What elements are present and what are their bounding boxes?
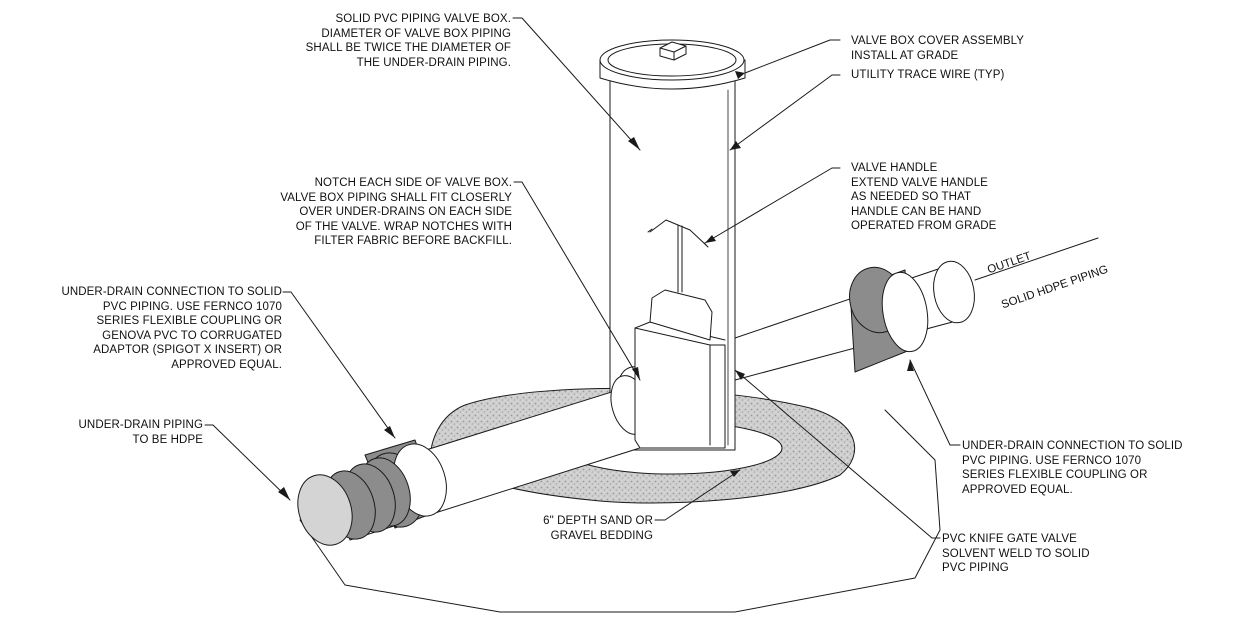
callout-line: OVER UNDER-DRAINS ON EACH SIDE <box>299 206 512 219</box>
callout-trace-wire: UTILITY TRACE WIRE (TYP) <box>851 68 1004 83</box>
callout-line: DIAMETER OF VALVE BOX PIPING <box>321 27 511 40</box>
callout-cover: VALVE BOX COVER ASSEMBLY INSTALL AT GRAD… <box>851 34 1024 63</box>
callout-notch: NOTCH EACH SIDE OF VALVE BOX. VALVE BOX … <box>280 176 512 249</box>
leader-cover <box>744 39 841 74</box>
callout-line: OF THE VALVE. WRAP NOTCHES WITH <box>295 220 512 233</box>
callout-line: TO BE HDPE <box>132 433 203 446</box>
callout-knife-valve: PVC KNIFE GATE VALVE SOLVENT WELD TO SOL… <box>942 532 1090 576</box>
leader-knife-valve <box>734 369 941 539</box>
callout-line: NOTCH EACH SIDE OF VALVE BOX. <box>314 177 512 189</box>
callout-line: PVC PIPING. USE FERNCO 1070 <box>962 454 1142 467</box>
callout-line: UNDER-DRAIN CONNECTION TO SOLID <box>61 286 282 298</box>
callout-line: SHALL BE TWICE THE DIAMETER OF <box>305 42 511 55</box>
leader-connection-left <box>282 291 396 439</box>
callout-line: SOLVENT WELD TO SOLID <box>942 547 1090 560</box>
callout-line: VALVE BOX PIPING SHALL FIT CLOSERLY <box>280 191 512 204</box>
callout-line: SERIES FLEXIBLE COUPLING OR <box>962 469 1148 482</box>
leader-underdrain <box>204 424 291 501</box>
callout-line: VALVE BOX COVER ASSEMBLY <box>851 35 1025 47</box>
callout-line: VALVE HANDLE <box>851 162 938 174</box>
callout-line: 6" DEPTH SAND OR <box>543 515 653 527</box>
callout-line: ADAPTOR (SPIGOT X INSERT) OR <box>93 344 282 357</box>
outlet-rule <box>974 237 1099 281</box>
leader-bedding <box>654 469 741 521</box>
callout-line: PVC KNIFE GATE VALVE <box>942 533 1077 545</box>
callout-line: GENOVA PVC TO CORRUGATED <box>102 329 282 342</box>
callout-line: APPROVED EQUAL. <box>171 358 282 371</box>
leader-trace-wire <box>729 74 841 151</box>
callout-line: PVC PIPING. USE FERNCO 1070 <box>102 300 282 313</box>
callout-valve-handle: VALVE HANDLE EXTEND VALVE HANDLE AS NEED… <box>851 161 996 234</box>
leader-valve-box <box>512 17 641 151</box>
callout-line: UNDER-DRAIN CONNECTION TO SOLID <box>962 440 1183 452</box>
callout-line: APPROVED EQUAL. <box>962 483 1073 496</box>
valve-handle <box>649 219 707 293</box>
callout-line: INSTALL AT GRADE <box>851 49 959 62</box>
callout-line: SOLID PVC PIPING VALVE BOX. <box>335 13 511 25</box>
callout-line: EXTEND VALVE HANDLE <box>851 176 988 189</box>
knife-gate-valve <box>634 327 726 449</box>
callout-line: SERIES FLEXIBLE COUPLING OR <box>96 315 282 328</box>
callout-valve-box: SOLID PVC PIPING VALVE BOX. DIAMETER OF … <box>306 12 511 70</box>
leader-notch <box>513 181 641 381</box>
callout-connection-left: UNDER-DRAIN CONNECTION TO SOLID PVC PIPI… <box>61 285 282 373</box>
callout-line: OPERATED FROM GRADE <box>851 220 997 233</box>
left-pipe-end <box>297 474 353 546</box>
callout-line: UTILITY TRACE WIRE (TYP) <box>851 69 1005 81</box>
leader-connection-right <box>909 359 961 446</box>
callout-line: HANDLE CAN BE HAND <box>851 205 982 218</box>
callout-line: FILTER FABRIC BEFORE BACKFILL. <box>314 235 512 248</box>
callout-line: AS NEEDED SO THAT <box>851 191 972 204</box>
callout-line: GRAVEL BEDDING <box>550 529 653 542</box>
callout-connection-right: UNDER-DRAIN CONNECTION TO SOLID PVC PIPI… <box>962 439 1183 497</box>
outlet-pipe-end <box>933 260 975 324</box>
callout-line: UNDER-DRAIN PIPING <box>78 419 203 431</box>
valve-bonnet <box>649 289 713 341</box>
cover-nut <box>659 41 687 61</box>
callout-underdrain-pipe: UNDER-DRAIN PIPING TO BE HDPE <box>79 418 203 447</box>
leader-valve-handle <box>704 167 841 244</box>
callout-line: PVC PIPING <box>942 562 1009 575</box>
callout-line: THE UNDER-DRAIN PIPING. <box>356 56 511 69</box>
excavation-outline <box>299 409 941 613</box>
callout-bedding: 6" DEPTH SAND OR GRAVEL BEDDING <box>543 514 653 543</box>
